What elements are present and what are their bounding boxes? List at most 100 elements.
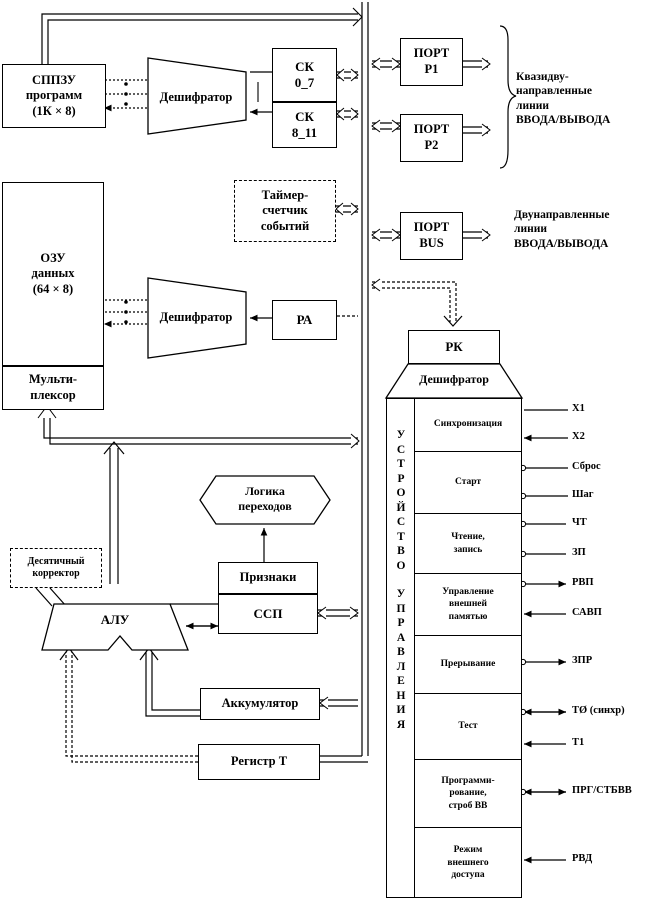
signal-wr: ЗП xyxy=(572,547,586,558)
logic-label: Логика переходов xyxy=(210,484,320,514)
cu-section-ext-access: Режим внешнего доступа xyxy=(415,828,521,898)
rom-block: СППЗУ программ (1К × 8) xyxy=(2,64,106,128)
port2-label-2: Р2 xyxy=(424,138,439,152)
flags-label: Признаки xyxy=(239,570,297,585)
cu-section-programming: Программи- рование, строб ВВ xyxy=(415,760,521,828)
signal-x1: X1 xyxy=(572,403,585,414)
cu-title-letter: Е xyxy=(397,675,405,687)
logic-label-2: переходов xyxy=(238,499,292,513)
cu-title-letter: Я xyxy=(396,718,406,731)
ra-block: РА xyxy=(272,300,337,340)
accumulator-block: Аккумулятор xyxy=(200,688,320,720)
cu-sec2-l2: запись xyxy=(453,544,483,555)
cu-section-readwrite: Чтение, запись xyxy=(415,514,521,574)
cu-title-letter: И xyxy=(396,704,406,716)
cu-sec0-l1: Синхронизация xyxy=(433,419,503,430)
ck2-label-2: 8_11 xyxy=(291,125,318,140)
cu-section-test: Тест xyxy=(415,694,521,760)
cu-title-letter: У xyxy=(396,588,406,600)
cu-title-letter: Н xyxy=(396,689,406,702)
port1-label-1: ПОРТ xyxy=(413,46,450,61)
ra-label: РА xyxy=(296,311,313,327)
cu-sec3-l1: Управление xyxy=(442,586,494,597)
alu-label: АЛУ xyxy=(100,612,130,627)
port-bus-block: ПОРТ BUS xyxy=(400,212,463,260)
cu-sec7-l1: Режим xyxy=(453,845,483,856)
cu-sec6-l2: рование, xyxy=(449,788,487,799)
cu-decoder-shape xyxy=(384,363,524,399)
decoder-top-shape xyxy=(147,57,247,135)
cu-sec5-l1: Тест xyxy=(458,721,478,732)
cu-section-start: Старт xyxy=(415,452,521,514)
cu-sec4-l1: Прерывание xyxy=(440,659,496,670)
timer-label-1: Таймер- xyxy=(261,187,309,202)
signal-savp: САВП xyxy=(572,607,602,618)
rk-block: РК xyxy=(408,330,500,364)
quasi-line-1: Квазидву- xyxy=(516,71,569,83)
port2-label-1: ПОРТ xyxy=(413,122,450,137)
ssp-block: ССП xyxy=(218,594,318,634)
cu-sec1-l1: Старт xyxy=(454,477,482,488)
cu-title-letter: О xyxy=(396,559,406,572)
ram-label-2: данных xyxy=(31,266,75,281)
port-p2-block: ПОРТ Р2 xyxy=(400,114,463,162)
bidir-line-2: линии xyxy=(514,223,547,236)
multiplexer-block: Мульти- плексор xyxy=(2,366,104,410)
cu-title-letter: С xyxy=(396,443,406,456)
cu-title-letter: О xyxy=(396,487,406,499)
decoder-mid-label: Дешифратор xyxy=(159,310,233,324)
cu-sec7-l3: доступа xyxy=(451,870,485,881)
port1-label-2: Р1 xyxy=(424,62,439,76)
flags-block: Признаки xyxy=(218,562,318,594)
quasi-line-2: направленные xyxy=(516,85,592,98)
cu-section-interrupt: Прерывание xyxy=(415,636,521,694)
internal-bus-line xyxy=(361,2,369,756)
ck2-label-1: СК xyxy=(295,108,314,124)
quasi-line-3: линии xyxy=(516,99,549,112)
signal-rvp: РВП xyxy=(572,577,594,588)
ssp-label: ССП xyxy=(253,605,283,621)
control-unit-block xyxy=(386,398,522,898)
ck1-label-2: 0_7 xyxy=(294,75,315,90)
cu-section-sync: Синхронизация xyxy=(415,398,521,452)
cu-title-letter: Р xyxy=(397,617,405,629)
cu-title-letter: А xyxy=(396,631,406,644)
control-unit-divider xyxy=(414,398,416,898)
cu-sec3-l2: внешней xyxy=(448,599,487,610)
register-t-label: Регистр Т xyxy=(230,754,288,769)
bidir-line-3: ВВОДА/ВЫВОДА xyxy=(514,237,609,250)
cu-title-letter: Т xyxy=(397,458,405,470)
signal-prg: ПРГ/СТБВВ xyxy=(572,785,632,796)
accumulator-label: Аккумулятор xyxy=(221,696,299,711)
cu-title-letter: У xyxy=(396,429,406,441)
cu-title-letter: Р xyxy=(397,472,405,485)
portbus-label-1: ПОРТ xyxy=(413,220,450,235)
ram-block: ОЗУ данных (64 × 8) xyxy=(2,182,104,366)
mux-label-1: Мульти- xyxy=(28,372,78,387)
cu-title-letter: Й xyxy=(396,501,406,514)
portbus-label-2: BUS xyxy=(419,236,444,250)
timer-counter-block: Таймер- счетчик событий xyxy=(234,180,336,242)
cu-title-letter: Л xyxy=(396,660,406,673)
cu-title-letter: В xyxy=(397,646,405,658)
signal-rvd: РВД xyxy=(572,853,593,864)
cu-title-letter: Т xyxy=(397,530,405,543)
decimal-corrector-block: Десятичный корректор xyxy=(10,548,102,588)
cu-title-letter: П xyxy=(396,602,406,615)
rom-label-1: СППЗУ xyxy=(32,72,76,87)
signal-zpr: ЗПР xyxy=(572,655,593,666)
ck-0-7-block: СК 0_7 xyxy=(272,48,337,102)
cu-decoder-label: Дешифратор xyxy=(419,372,489,386)
signal-t0: ТØ (синхр) xyxy=(572,705,625,716)
logic-label-1: Логика xyxy=(245,484,285,498)
mux-label-2: плексор xyxy=(30,388,76,402)
signal-rd: ЧТ xyxy=(572,517,587,528)
decoder-mid-shape xyxy=(147,277,247,359)
decimal-label-1: Десятичный xyxy=(27,555,85,567)
bidir-line-1: Двунаправленные xyxy=(514,209,610,221)
timer-label-3: событий xyxy=(260,218,310,233)
